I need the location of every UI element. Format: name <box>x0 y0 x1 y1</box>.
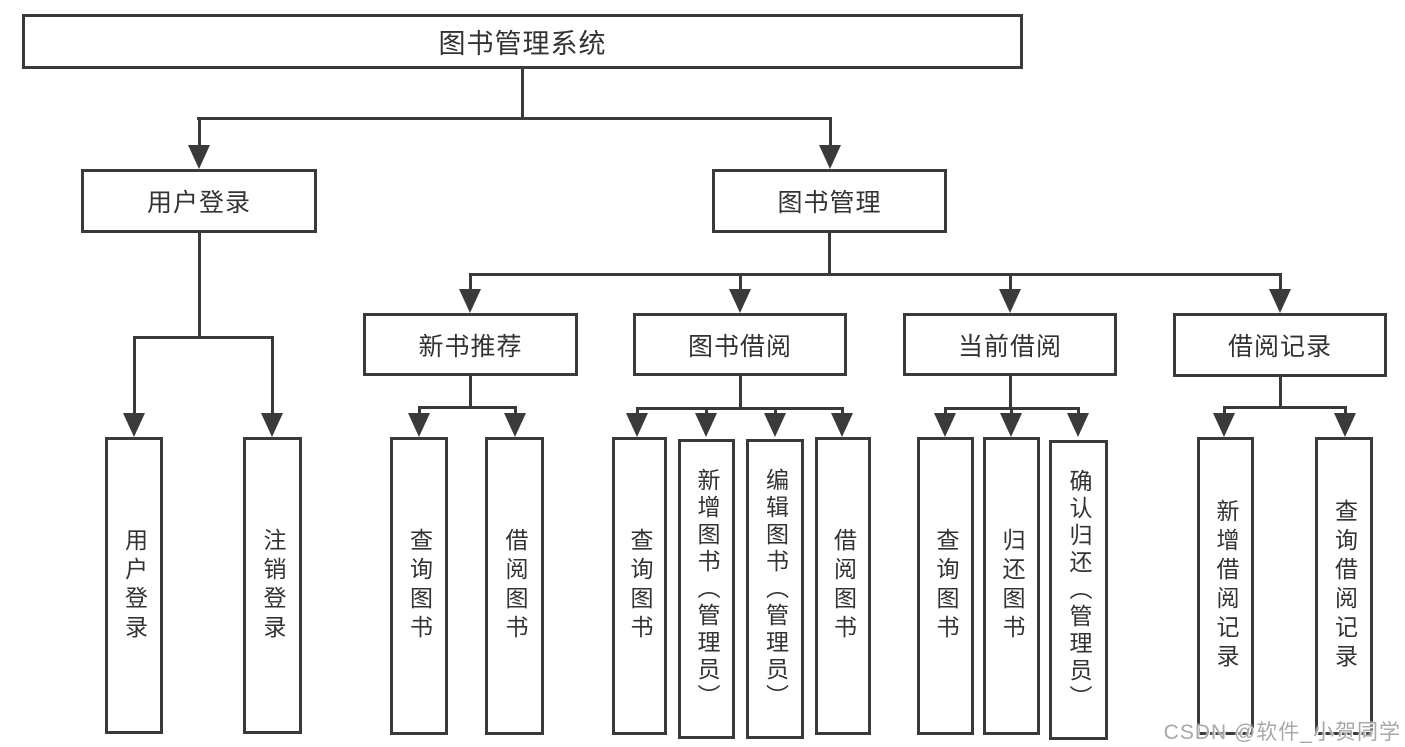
connector-root-rail <box>197 117 832 120</box>
connector-root-drop-left <box>198 117 201 147</box>
connector-newbooks-drop-2 <box>514 406 517 418</box>
leaf-current-return-books: 归还图书 <box>983 437 1040 735</box>
connector-borrow-drop-2 <box>705 407 708 418</box>
connector-borrow-drop-3 <box>774 407 777 418</box>
connector-root-stem <box>521 69 524 118</box>
connector-bookmgmt-drop-3 <box>1009 273 1012 291</box>
connector-current-stem <box>1009 376 1012 407</box>
arrowhead-down-icon <box>695 413 717 437</box>
node-book-mgmt: 图书管理 <box>712 169 947 233</box>
leaf-user-login: 用户登录 <box>105 437 163 734</box>
arrowhead-down-icon <box>459 289 481 313</box>
leaf-newbooks-borrow-books: 借阅图书 <box>485 437 544 735</box>
node-new-books: 新书推荐 <box>363 313 578 376</box>
leaf-borrow-add-books-admin: 新增图书（管理员） <box>678 439 735 739</box>
connector-current-drop-2 <box>1010 407 1013 418</box>
node-records: 借阅记录 <box>1173 313 1387 377</box>
connector-borrow-drop-4 <box>841 407 844 418</box>
connector-records-drop-1 <box>1223 406 1226 418</box>
connector-bookmgmt-stem <box>828 232 831 273</box>
arrowhead-down-icon <box>1269 289 1291 313</box>
leaf-current-confirm-return-admin: 确认归还（管理员） <box>1049 440 1108 740</box>
connector-newbooks-rail <box>418 406 517 409</box>
arrowhead-down-icon <box>999 289 1021 313</box>
arrowhead-down-icon <box>764 413 786 437</box>
connector-borrow-rail <box>636 407 844 410</box>
arrowhead-down-icon <box>819 145 841 169</box>
connector-userlogin-stem <box>198 232 201 336</box>
arrowhead-down-icon <box>1000 413 1022 437</box>
arrowhead-down-icon <box>831 413 853 437</box>
connector-newbooks-stem <box>469 376 472 406</box>
connector-borrow-drop-1 <box>636 407 639 418</box>
connector-records-stem <box>1279 377 1282 406</box>
arrowhead-down-icon <box>729 289 751 313</box>
leaf-logout: 注销登录 <box>243 437 302 734</box>
csdn-watermark: CSDN @软件_小贺同学 <box>1163 721 1401 744</box>
leaf-borrow-edit-books-admin: 编辑图书（管理员） <box>746 439 804 739</box>
connector-current-drop-1 <box>944 407 947 418</box>
connector-userlogin-rail <box>133 336 274 339</box>
arrowhead-down-icon <box>261 413 283 437</box>
arrowhead-down-icon <box>1067 413 1089 437</box>
connector-bookmgmt-rail <box>469 273 1281 276</box>
node-borrow: 图书借阅 <box>633 313 847 376</box>
leaf-records-add-record: 新增借阅记录 <box>1197 437 1254 735</box>
arrowhead-down-icon <box>1334 413 1356 437</box>
leaf-current-query-books: 查询图书 <box>917 437 974 735</box>
arrowhead-down-icon <box>504 413 526 437</box>
node-user-login: 用户登录 <box>81 169 317 233</box>
arrowhead-down-icon <box>1213 413 1235 437</box>
arrowhead-down-icon <box>934 413 956 437</box>
connector-current-drop-3 <box>1077 407 1080 418</box>
connector-userlogin-drop-2 <box>271 336 274 415</box>
connector-records-drop-2 <box>1344 406 1347 418</box>
arrowhead-down-icon <box>626 413 648 437</box>
connector-borrow-stem <box>739 376 742 407</box>
connector-bookmgmt-drop-2 <box>739 273 742 291</box>
connector-root-drop-right <box>829 117 832 147</box>
connector-userlogin-drop-1 <box>133 336 136 415</box>
connector-records-rail <box>1223 406 1347 409</box>
arrowhead-down-icon <box>188 145 210 169</box>
leaf-newbooks-query-books: 查询图书 <box>390 437 448 735</box>
leaf-borrow-borrow-books: 借阅图书 <box>815 437 871 735</box>
arrowhead-down-icon <box>408 413 430 437</box>
leaf-records-query-record: 查询借阅记录 <box>1315 437 1373 735</box>
connector-bookmgmt-drop-4 <box>1279 273 1282 291</box>
arrowhead-down-icon <box>123 413 145 437</box>
node-root: 图书管理系统 <box>22 14 1023 69</box>
connector-newbooks-drop-1 <box>418 406 421 418</box>
leaf-borrow-query-books: 查询图书 <box>612 437 667 735</box>
connector-bookmgmt-drop-1 <box>469 273 472 291</box>
node-current: 当前借阅 <box>903 313 1117 376</box>
